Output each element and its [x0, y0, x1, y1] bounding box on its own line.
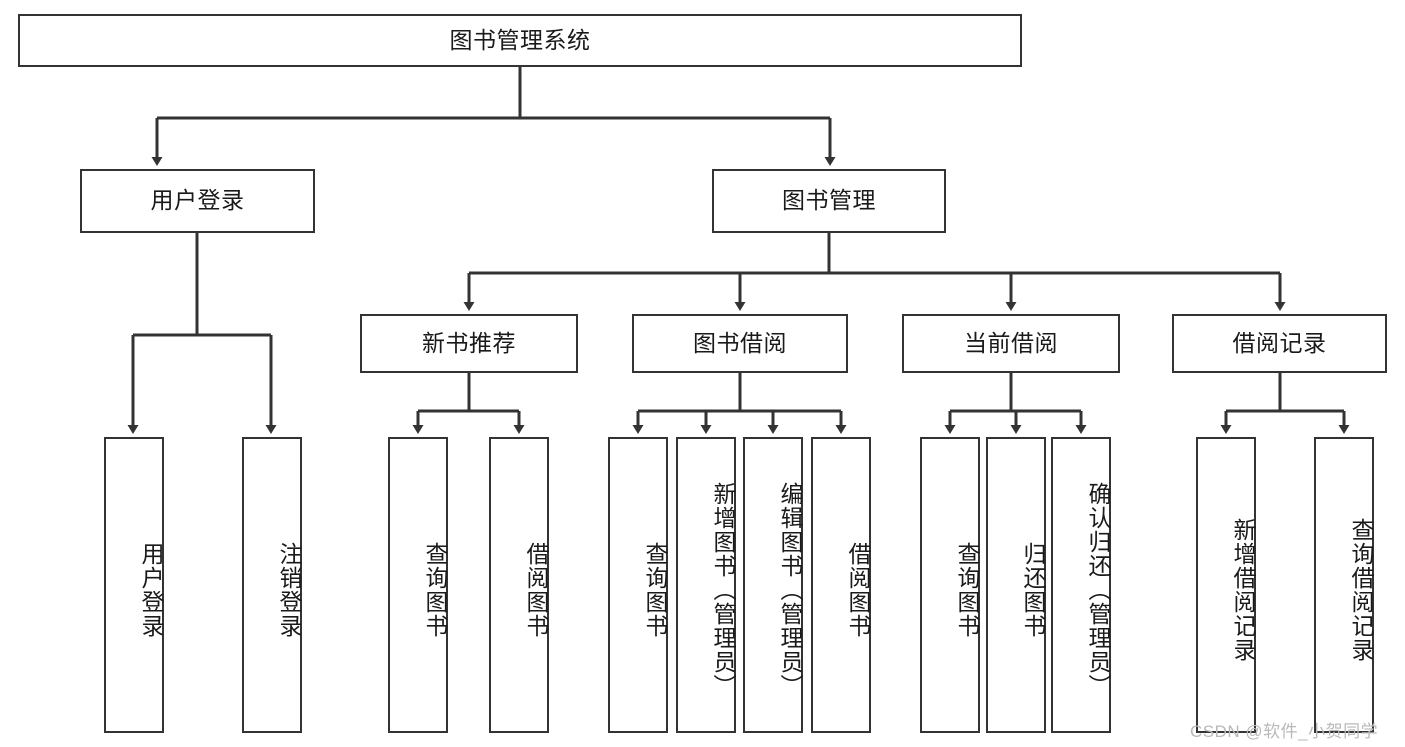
- leaf-record-add-label: 新增借阅记录: [1230, 518, 1256, 662]
- leaf-logout[interactable]: 注销登录: [242, 437, 302, 733]
- node-borrow-record-label: 借阅记录: [1232, 329, 1327, 356]
- node-current-borrow[interactable]: 当前借阅: [902, 314, 1120, 373]
- node-book-management-label: 图书管理: [782, 187, 876, 214]
- csdn-watermark: CSDN @软件_小贺同学: [1190, 722, 1379, 741]
- leaf-current-confirm-return-label: 确认归还（管理员）: [1085, 482, 1111, 698]
- leaf-new-book-borrow-label: 借阅图书: [523, 542, 549, 638]
- node-book-borrow[interactable]: 图书借阅: [632, 314, 848, 373]
- leaf-current-return-label: 归还图书: [1020, 542, 1046, 638]
- node-book-management[interactable]: 图书管理: [712, 169, 946, 233]
- leaf-borrow-edit-book[interactable]: 编辑图书（管理员）: [743, 437, 803, 733]
- leaf-current-confirm-return[interactable]: 确认归还（管理员）: [1051, 437, 1111, 733]
- node-root-label: 图书管理系统: [449, 26, 591, 53]
- leaf-logout-label: 注销登录: [276, 542, 302, 638]
- leaf-user-login[interactable]: 用户登录: [104, 437, 164, 733]
- leaf-record-add[interactable]: 新增借阅记录: [1196, 437, 1256, 733]
- leaf-borrow-query-label: 查询图书: [642, 542, 668, 638]
- leaf-new-book-borrow[interactable]: 借阅图书: [489, 437, 549, 733]
- node-book-borrow-label: 图书借阅: [693, 329, 787, 356]
- node-current-borrow-label: 当前借阅: [964, 329, 1058, 356]
- leaf-current-query[interactable]: 查询图书: [920, 437, 980, 733]
- leaf-new-book-query[interactable]: 查询图书: [388, 437, 448, 733]
- node-user-login-label: 用户登录: [150, 187, 245, 214]
- leaf-borrow-borrow-book[interactable]: 借阅图书: [811, 437, 871, 733]
- leaf-borrow-borrow-book-label: 借阅图书: [845, 542, 871, 638]
- leaf-user-login-label: 用户登录: [138, 542, 164, 638]
- node-borrow-record[interactable]: 借阅记录: [1172, 314, 1387, 373]
- node-root[interactable]: 图书管理系统: [18, 14, 1022, 67]
- leaf-borrow-edit-book-label: 编辑图书（管理员）: [777, 482, 803, 698]
- leaf-current-return[interactable]: 归还图书: [986, 437, 1046, 733]
- leaf-borrow-add-book-label: 新增图书（管理员）: [710, 482, 736, 698]
- leaf-borrow-query[interactable]: 查询图书: [608, 437, 668, 733]
- node-new-book-recommend-label: 新书推荐: [422, 329, 516, 356]
- node-new-book-recommend[interactable]: 新书推荐: [360, 314, 578, 373]
- leaf-record-query-label: 查询借阅记录: [1348, 518, 1374, 662]
- node-user-login[interactable]: 用户登录: [80, 169, 315, 233]
- leaf-current-query-label: 查询图书: [954, 542, 980, 638]
- leaf-borrow-add-book[interactable]: 新增图书（管理员）: [676, 437, 736, 733]
- leaf-new-book-query-label: 查询图书: [422, 542, 448, 638]
- leaf-record-query[interactable]: 查询借阅记录: [1314, 437, 1374, 733]
